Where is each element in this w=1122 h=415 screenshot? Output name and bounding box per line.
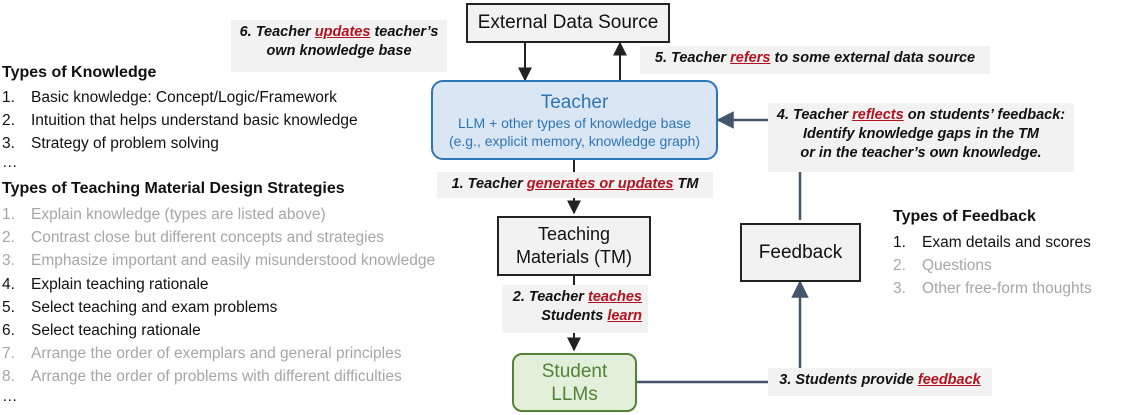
strategy-item-number: 8. <box>2 368 15 386</box>
teacher-subtitle-1: LLM + other types of knowledge base <box>457 114 692 131</box>
knowledge-item-number: 1. <box>2 89 15 106</box>
teacher-title: Teacher <box>540 91 609 113</box>
knowledge-item-text: Basic knowledge: Concept/Logic/Framework <box>31 89 337 106</box>
student-label-line2: LLMs <box>551 383 598 405</box>
strategy-item: 4. Explain teaching rationale <box>2 273 435 296</box>
tm-label-line1: Teaching <box>537 224 611 244</box>
strategy-item: 2. Contrast close but different concepts … <box>2 226 435 249</box>
strategies-list: 1. Explain knowledge (types are listed ab… <box>2 203 435 389</box>
knowledge-list: 1. Basic knowledge: Concept/Logic/Framewo… <box>2 86 358 156</box>
knowledge-ellipsis: … <box>2 154 18 171</box>
strategy-item: 8. Arrange the order of problems with dif… <box>2 365 435 388</box>
step6-label: 6. Teacher updates teacher’s own knowled… <box>231 20 447 72</box>
step1-label: 1. Teacher generates or updates TM <box>437 172 713 198</box>
feedback-type-item-text: Exam details and scores <box>922 234 1091 251</box>
strategy-item-text: Explain teaching rationale <box>31 275 209 293</box>
feedback-type-item-number: 1. <box>893 234 906 251</box>
feedback-box: Feedback <box>740 223 861 282</box>
strategy-item-number: 4. <box>2 275 15 293</box>
knowledge-item-number: 3. <box>2 135 15 153</box>
knowledge-item: 1. Basic knowledge: Concept/Logic/Framewo… <box>2 86 358 109</box>
knowledge-item-text: Strategy of problem solving <box>31 135 219 153</box>
strategies-title: Types of Teaching Material Design Strate… <box>2 180 345 197</box>
feedback-type-item: 3. Other free-form thoughts <box>893 277 1092 300</box>
knowledge-item-number: 2. <box>2 112 15 130</box>
teacher-subtitle-2: (e.g., explicit memory, knowledge graph) <box>448 132 701 149</box>
strategy-item-text: Select teaching and exam problems <box>31 298 278 316</box>
strategy-item-number: 1. <box>2 206 15 223</box>
knowledge-title: Types of Knowledge <box>2 64 157 81</box>
strategy-item-number: 3. <box>2 252 15 270</box>
strategy-item-text: Arrange the order of problems with diffe… <box>31 368 402 386</box>
knowledge-item-text: Intuition that helps understand basic kn… <box>31 112 358 130</box>
student-llms-box: Student LLMs <box>512 353 637 412</box>
strategy-item: 6. Select teaching rationale <box>2 319 435 342</box>
feedback-label: Feedback <box>758 241 843 263</box>
strategy-item-text: Select teaching rationale <box>31 322 201 340</box>
feedback-type-item-number: 3. <box>893 280 906 298</box>
feedback-type-item-text: Other free-form thoughts <box>922 280 1092 298</box>
external-data-source-box: External Data Source <box>466 3 670 43</box>
step3-label: 3. Students provide feedback <box>768 368 992 396</box>
strategy-item-text: Explain knowledge (types are listed abov… <box>31 206 326 223</box>
strategy-item: 5. Select teaching and exam problems <box>2 296 435 319</box>
feedback-types-list: 1. Exam details and scores 2. Questions 3. Ot… <box>893 231 1092 301</box>
teaching-materials-box: Teaching Materials (TM) <box>497 216 651 276</box>
tm-label-line2: Materials (TM) <box>516 247 632 267</box>
strategy-item-text: Contrast close but different concepts an… <box>31 229 384 247</box>
strategy-item-text: Arrange the order of exemplars and gener… <box>31 345 402 363</box>
strategy-item: 7. Arrange the order of exemplars and gen… <box>2 342 435 365</box>
external-data-source-label: External Data Source <box>477 12 659 33</box>
feedback-type-item: 2. Questions <box>893 254 1092 277</box>
student-label-line1: Student <box>541 360 608 382</box>
strategy-item-number: 6. <box>2 322 15 340</box>
strategy-item: 3. Emphasize important and easily misunde… <box>2 249 435 272</box>
feedback-type-item-number: 2. <box>893 257 906 275</box>
feedback-types-title: Types of Feedback <box>893 208 1036 225</box>
strategy-item-number: 5. <box>2 298 15 316</box>
step4-label: 4. Teacher reflects on students’ feedbac… <box>768 103 1074 172</box>
feedback-type-item-text: Questions <box>922 257 992 275</box>
step2-label: 2. Teacher teaches Students learn <box>502 285 648 333</box>
strategies-ellipsis: … <box>2 388 18 405</box>
knowledge-item: 3. Strategy of problem solving <box>2 132 358 155</box>
step5-label: 5. Teacher refers to some external data … <box>640 46 990 74</box>
strategy-item-number: 7. <box>2 345 15 363</box>
strategy-item-number: 2. <box>2 229 15 247</box>
knowledge-item: 2. Intuition that helps understand basic … <box>2 109 358 132</box>
strategy-item-text: Emphasize important and easily misunders… <box>31 252 436 270</box>
teacher-box: Teacher LLM + other types of knowledge b… <box>431 80 718 160</box>
feedback-type-item: 1. Exam details and scores <box>893 231 1092 254</box>
strategy-item: 1. Explain knowledge (types are listed ab… <box>2 203 435 226</box>
